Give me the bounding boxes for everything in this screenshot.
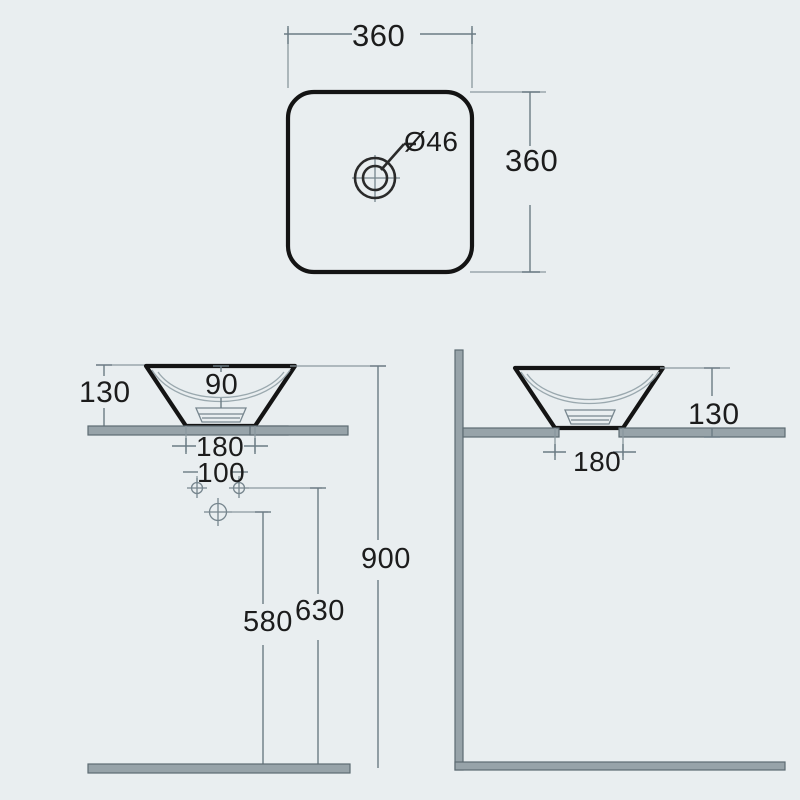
waste-outlet-point xyxy=(204,498,232,526)
drain-outer-circle xyxy=(353,156,397,200)
basin-plan-outline xyxy=(285,89,475,275)
rim-height-dimension-900 xyxy=(290,365,386,768)
tap-height-label: 630 xyxy=(295,595,345,627)
front-bowl-depth-dimension xyxy=(213,365,229,408)
tap-height-dimension-630 xyxy=(310,487,326,768)
waste-height-dimension-580 xyxy=(255,511,271,768)
plan-width-label: 360 xyxy=(352,18,406,53)
waste-fitting-detail-side xyxy=(564,409,616,425)
plan-width-dimension xyxy=(284,26,476,88)
tap-connection-left xyxy=(187,478,207,498)
front-bowl-height-label: 130 xyxy=(79,376,131,409)
side-bowl-height-label: 130 xyxy=(688,398,740,431)
drain-leader-line xyxy=(380,143,405,171)
side-bowl-height-dimension xyxy=(660,367,730,438)
plan-view-group xyxy=(284,26,546,275)
wall-line-side xyxy=(454,349,464,771)
floor-line-front xyxy=(87,763,351,774)
countertop-slab xyxy=(87,425,349,436)
plan-depth-dimension xyxy=(470,91,546,273)
front-base-width-dimension xyxy=(172,426,268,454)
drain-centre-marks xyxy=(352,155,400,202)
basin-side-outline xyxy=(512,365,666,431)
tap-connection-right xyxy=(229,478,249,498)
waste-fitting-detail xyxy=(195,407,247,423)
basin-side-inner-curve xyxy=(520,371,660,405)
side-base-width-label: 180 xyxy=(573,446,622,477)
floor-line-side xyxy=(454,761,786,771)
side-base-width-dimension xyxy=(543,428,636,460)
waste-height-label: 580 xyxy=(243,606,293,638)
rim-height-label: 900 xyxy=(361,543,411,575)
drain-diameter-label: Ø46 xyxy=(404,126,459,157)
front-bowl-depth-label: 90 xyxy=(205,369,239,401)
front-base-width-label: 180 xyxy=(196,431,245,462)
plan-depth-label: 360 xyxy=(505,143,559,178)
countertop-slab-side xyxy=(462,427,786,438)
basin-front-inner-curve xyxy=(151,369,291,403)
drain-inner-circle xyxy=(361,164,389,192)
side-elevation-group xyxy=(454,349,786,771)
front-elevation-group xyxy=(87,363,386,774)
front-tap-spacing-label: 100 xyxy=(197,457,246,488)
